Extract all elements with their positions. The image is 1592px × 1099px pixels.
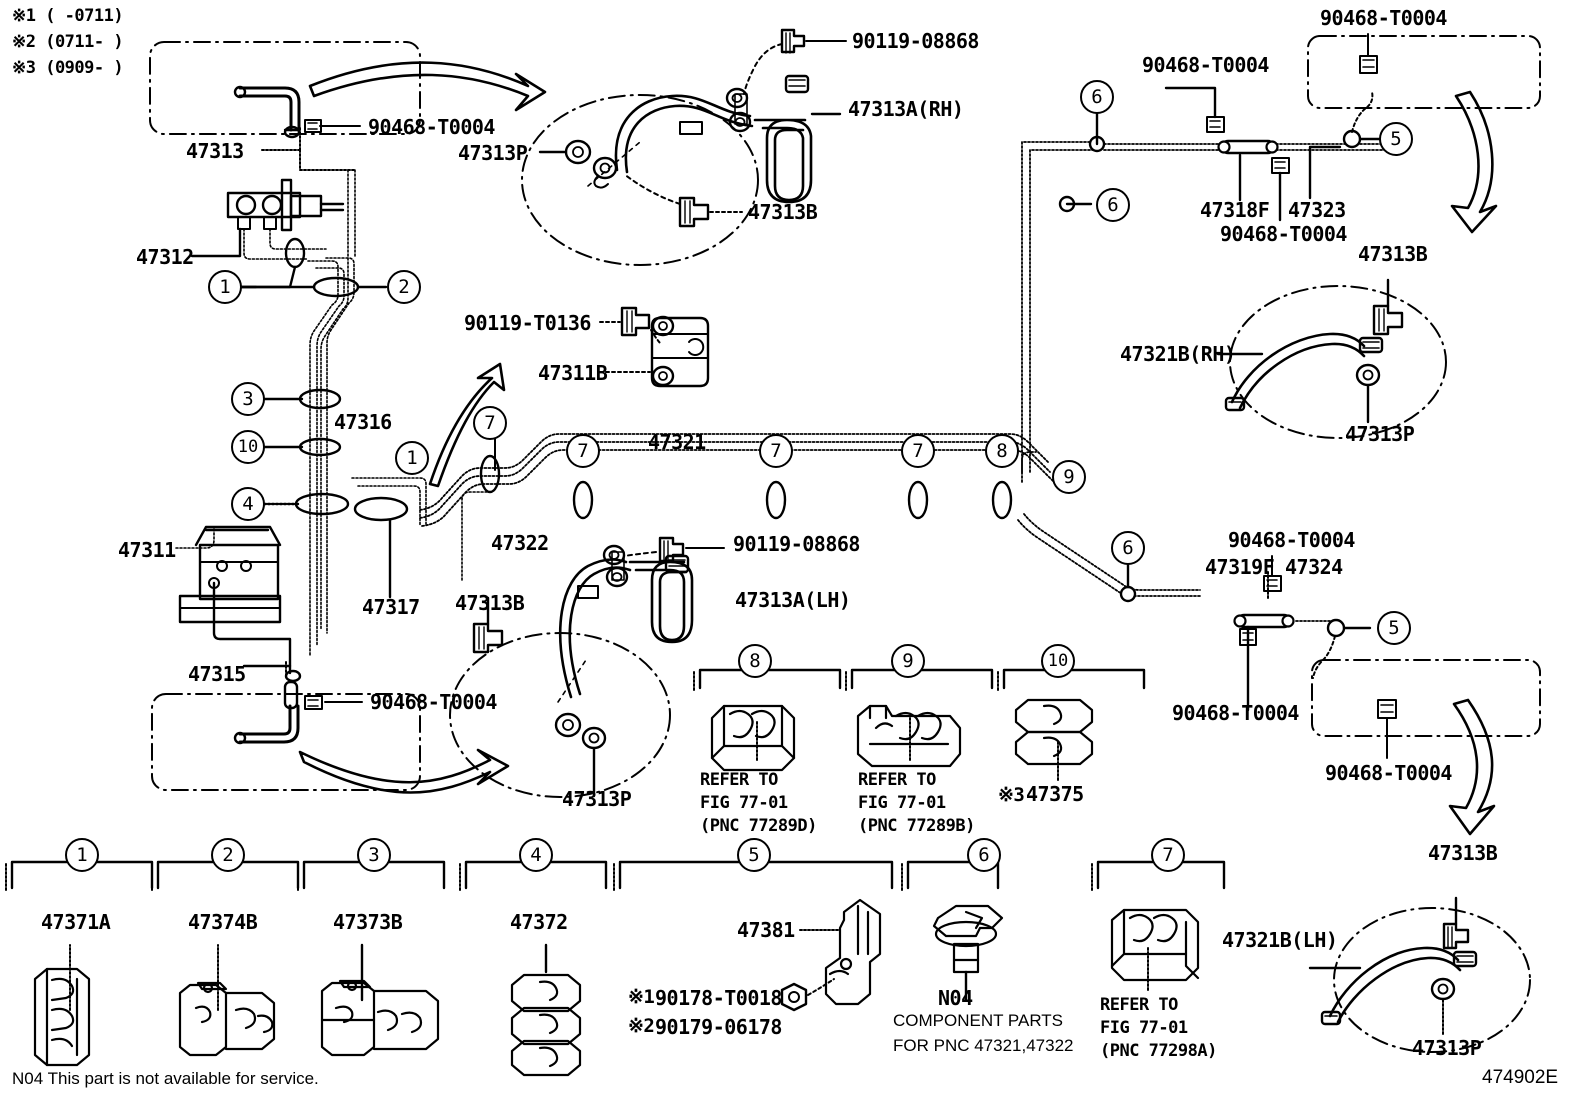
part-label-90119-08868-lower[interactable]: 90119-08868	[733, 532, 860, 556]
part-label-47324[interactable]: 47324	[1285, 555, 1343, 579]
part-label-90468-T0004-lowerright-3[interactable]: 90468-T0004	[1325, 761, 1452, 785]
part-label-90178-T0018[interactable]: 90178-T0018	[655, 986, 782, 1010]
callout-bubble-legend-6[interactable]: 6	[967, 838, 1001, 872]
callout-bubble-7-b[interactable]: 7	[566, 434, 600, 468]
legend-part-number-1[interactable]: 47371A	[41, 910, 111, 934]
part-label-90468-T0004-lowerright-1[interactable]: 90468-T0004	[1228, 528, 1355, 552]
part-label-90468-T0004-topright-2[interactable]: 90468-T0004	[1320, 6, 1447, 30]
callout-bubble-7-c[interactable]: 7	[759, 434, 793, 468]
callout-bubble-6-mid[interactable]: 6	[1096, 188, 1130, 222]
callout-bubble-legend-1[interactable]: 1	[65, 838, 99, 872]
n04-component-parts-line2: FOR PNC 47321,47322	[893, 1036, 1074, 1055]
callout-bubble-9-line[interactable]: 9	[1052, 460, 1086, 494]
callout-bubble-legend-7[interactable]: 7	[1151, 838, 1185, 872]
legend-part-number-4[interactable]: 47372	[510, 910, 568, 934]
refer-label-77289B[interactable]: REFER TO FIG 77-01 (PNC 77289B)	[858, 770, 975, 836]
callout-bubble-4[interactable]: 4	[231, 487, 265, 521]
callout-bubble-legend-3[interactable]: 3	[357, 838, 391, 872]
part-label-47313P-lower[interactable]: 47313P	[562, 787, 632, 811]
part-label-47312[interactable]: 47312	[136, 245, 194, 269]
callout-bubble-legend-5[interactable]: 5	[737, 838, 771, 872]
part-label-90179-06178[interactable]: 90179-06178	[655, 1015, 782, 1039]
part-label-47318F[interactable]: 47318F	[1200, 198, 1270, 222]
legend-part-number-5[interactable]: 47381	[737, 918, 795, 942]
legend-part-number-7[interactable]: 47321B(LH)	[1222, 928, 1338, 952]
part-label-47313[interactable]: 47313	[186, 139, 244, 163]
part-label-90468-T0004-lowerleft[interactable]: 90468-T0004	[370, 690, 497, 714]
part-label-47313A-LH[interactable]: 47313A(LH)	[735, 588, 851, 612]
part-label-47313B-lower[interactable]: 47313B	[455, 591, 525, 615]
part-label-90468-T0004-lowerright-2[interactable]: 90468-T0004	[1172, 701, 1299, 725]
legend-note-2: ※2 (0711- )	[12, 32, 124, 52]
part-label-90468-T0004-topright-3[interactable]: 90468-T0004	[1220, 222, 1347, 246]
refer-label-77289D[interactable]: REFER TO FIG 77-01 (PNC 77289D)	[700, 770, 817, 836]
callout-bubble-5-topright[interactable]: 5	[1379, 122, 1413, 156]
part-label-90468-T0004-topleft[interactable]: 90468-T0004	[368, 115, 495, 139]
mark2-nut: ※2	[628, 1015, 655, 1037]
part-label-47316[interactable]: 47316	[334, 410, 392, 434]
callout-bubble-7-a[interactable]: 7	[473, 406, 507, 440]
legend-part-number-3[interactable]: 47373B	[333, 910, 403, 934]
part-label-47313B-right[interactable]: 47313B	[1358, 242, 1428, 266]
callout-bubble-8-line[interactable]: 8	[985, 434, 1019, 468]
callout-bubble-6-lower[interactable]: 6	[1111, 531, 1145, 565]
n04-component-parts-line1: COMPONENT PARTS	[893, 1011, 1064, 1030]
part-label-47321B-RH[interactable]: 47321B(RH)	[1120, 342, 1236, 366]
part-label-47321[interactable]: 47321	[648, 430, 706, 454]
legend-part-number-6: N04	[938, 986, 973, 1010]
part-label-47313B-bottomright[interactable]: 47313B	[1428, 841, 1498, 865]
callout-bubble-7-d[interactable]: 7	[901, 434, 935, 468]
callout-bubble-9-group[interactable]: 9	[891, 644, 925, 678]
part-label-47313B-top[interactable]: 47313B	[748, 200, 818, 224]
part-label-47323[interactable]: 47323	[1288, 198, 1346, 222]
legend-part-number-2[interactable]: 47374B	[188, 910, 258, 934]
callout-bubble-legend-4[interactable]: 4	[519, 838, 553, 872]
part-label-47311[interactable]: 47311	[118, 538, 176, 562]
part-label-90468-T0004-topright-1[interactable]: 90468-T0004	[1142, 53, 1269, 77]
drawing-number: 474902E	[1482, 1067, 1559, 1088]
callout-bubble-10-spine[interactable]: 10	[231, 430, 265, 464]
callout-bubble-5-lowerright[interactable]: 5	[1377, 611, 1411, 645]
part-label-47313A-RH[interactable]: 47313A(RH)	[848, 97, 964, 121]
footnote-not-available: N04 This part is not available for servi…	[12, 1069, 319, 1088]
part-label-47311B[interactable]: 47311B	[538, 361, 608, 385]
callout-bubble-6-upper[interactable]: 6	[1080, 80, 1114, 114]
callout-bubble-1-junction[interactable]: 1	[395, 441, 429, 475]
refer-label-77298A[interactable]: REFER TO FIG 77-01 (PNC 77298A)	[1100, 995, 1217, 1061]
part-label-47319F[interactable]: 47319F	[1205, 555, 1275, 579]
part-label-90119-T0136[interactable]: 90119-T0136	[464, 311, 591, 335]
legend-note-1: ※1 ( -0711)	[12, 6, 124, 26]
part-label-47315[interactable]: 47315	[188, 662, 246, 686]
mark3-47375: ※3	[998, 784, 1025, 806]
callout-bubble-2[interactable]: 2	[387, 270, 421, 304]
callout-bubble-1-master[interactable]: 1	[208, 270, 242, 304]
part-label-47317[interactable]: 47317	[362, 595, 420, 619]
part-label-47313P-top[interactable]: 47313P	[458, 141, 528, 165]
legend-note-3: ※3 (0909- )	[12, 58, 124, 78]
callout-bubble-3[interactable]: 3	[231, 382, 265, 416]
mark1-nut: ※1	[628, 986, 655, 1008]
callout-bubble-10-group[interactable]: 10	[1041, 644, 1075, 678]
part-label-47313P-right[interactable]: 47313P	[1345, 422, 1415, 446]
callout-bubble-legend-2[interactable]: 2	[211, 838, 245, 872]
part-label-47322[interactable]: 47322	[491, 531, 549, 555]
part-label-47375[interactable]: 47375	[1026, 782, 1084, 806]
part-label-47313P-bottomright[interactable]: 47313P	[1412, 1036, 1482, 1060]
part-label-90119-08868-top[interactable]: 90119-08868	[852, 29, 979, 53]
callout-bubble-8-group[interactable]: 8	[738, 644, 772, 678]
